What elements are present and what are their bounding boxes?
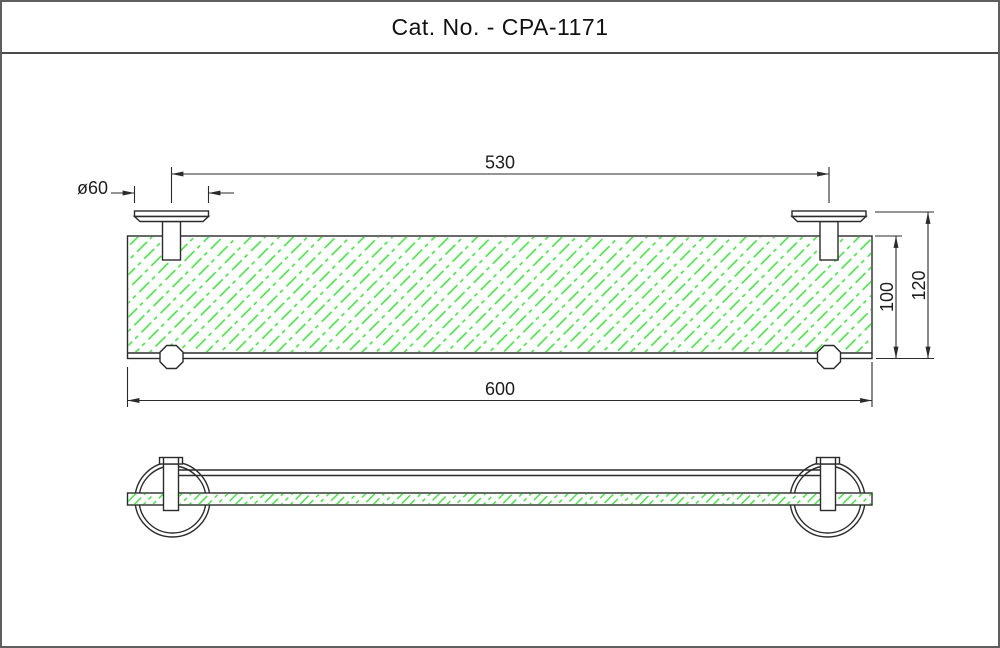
drawing-area: 530 ø60 600 100	[2, 54, 998, 646]
dimension-phi60: ø60	[77, 178, 234, 203]
dim-600-label: 600	[485, 379, 515, 399]
right-bracket-stem	[819, 220, 839, 261]
left-bracket-stem	[161, 220, 182, 261]
right-post-cap	[815, 456, 841, 465]
dim-phi60-label: ø60	[77, 178, 108, 198]
glass-hatch-area	[128, 237, 871, 352]
dimension-600: 600	[126, 362, 873, 407]
dim-120-label: 120	[909, 270, 929, 300]
technical-drawing-svg: 530 ø60 600 100	[77, 153, 934, 538]
front-view	[126, 456, 873, 538]
right-bracket-cap-skirt	[790, 215, 868, 223]
dimension-120: 120	[875, 211, 934, 360]
dimension-530: 530	[170, 153, 830, 203]
right-support-knob	[816, 344, 842, 370]
left-bracket-cap-skirt	[132, 215, 211, 223]
right-post-front	[819, 463, 837, 512]
dim-100-label: 100	[877, 282, 897, 312]
drawing-title: Cat. No. - CPA-1171	[391, 13, 609, 40]
title-bar: Cat. No. - CPA-1171	[2, 2, 998, 54]
dimension-100: 100	[875, 235, 902, 359]
glass-band-hatch-area	[128, 493, 872, 505]
left-support-knob	[159, 344, 184, 370]
left-post-front	[162, 463, 180, 512]
left-post-cap	[158, 456, 184, 465]
right-bracket-cap-top	[791, 210, 867, 218]
left-bracket-cap-top	[133, 210, 210, 218]
dim-530-label: 530	[485, 153, 515, 173]
top-view: 530 ø60 600 100	[77, 153, 934, 407]
